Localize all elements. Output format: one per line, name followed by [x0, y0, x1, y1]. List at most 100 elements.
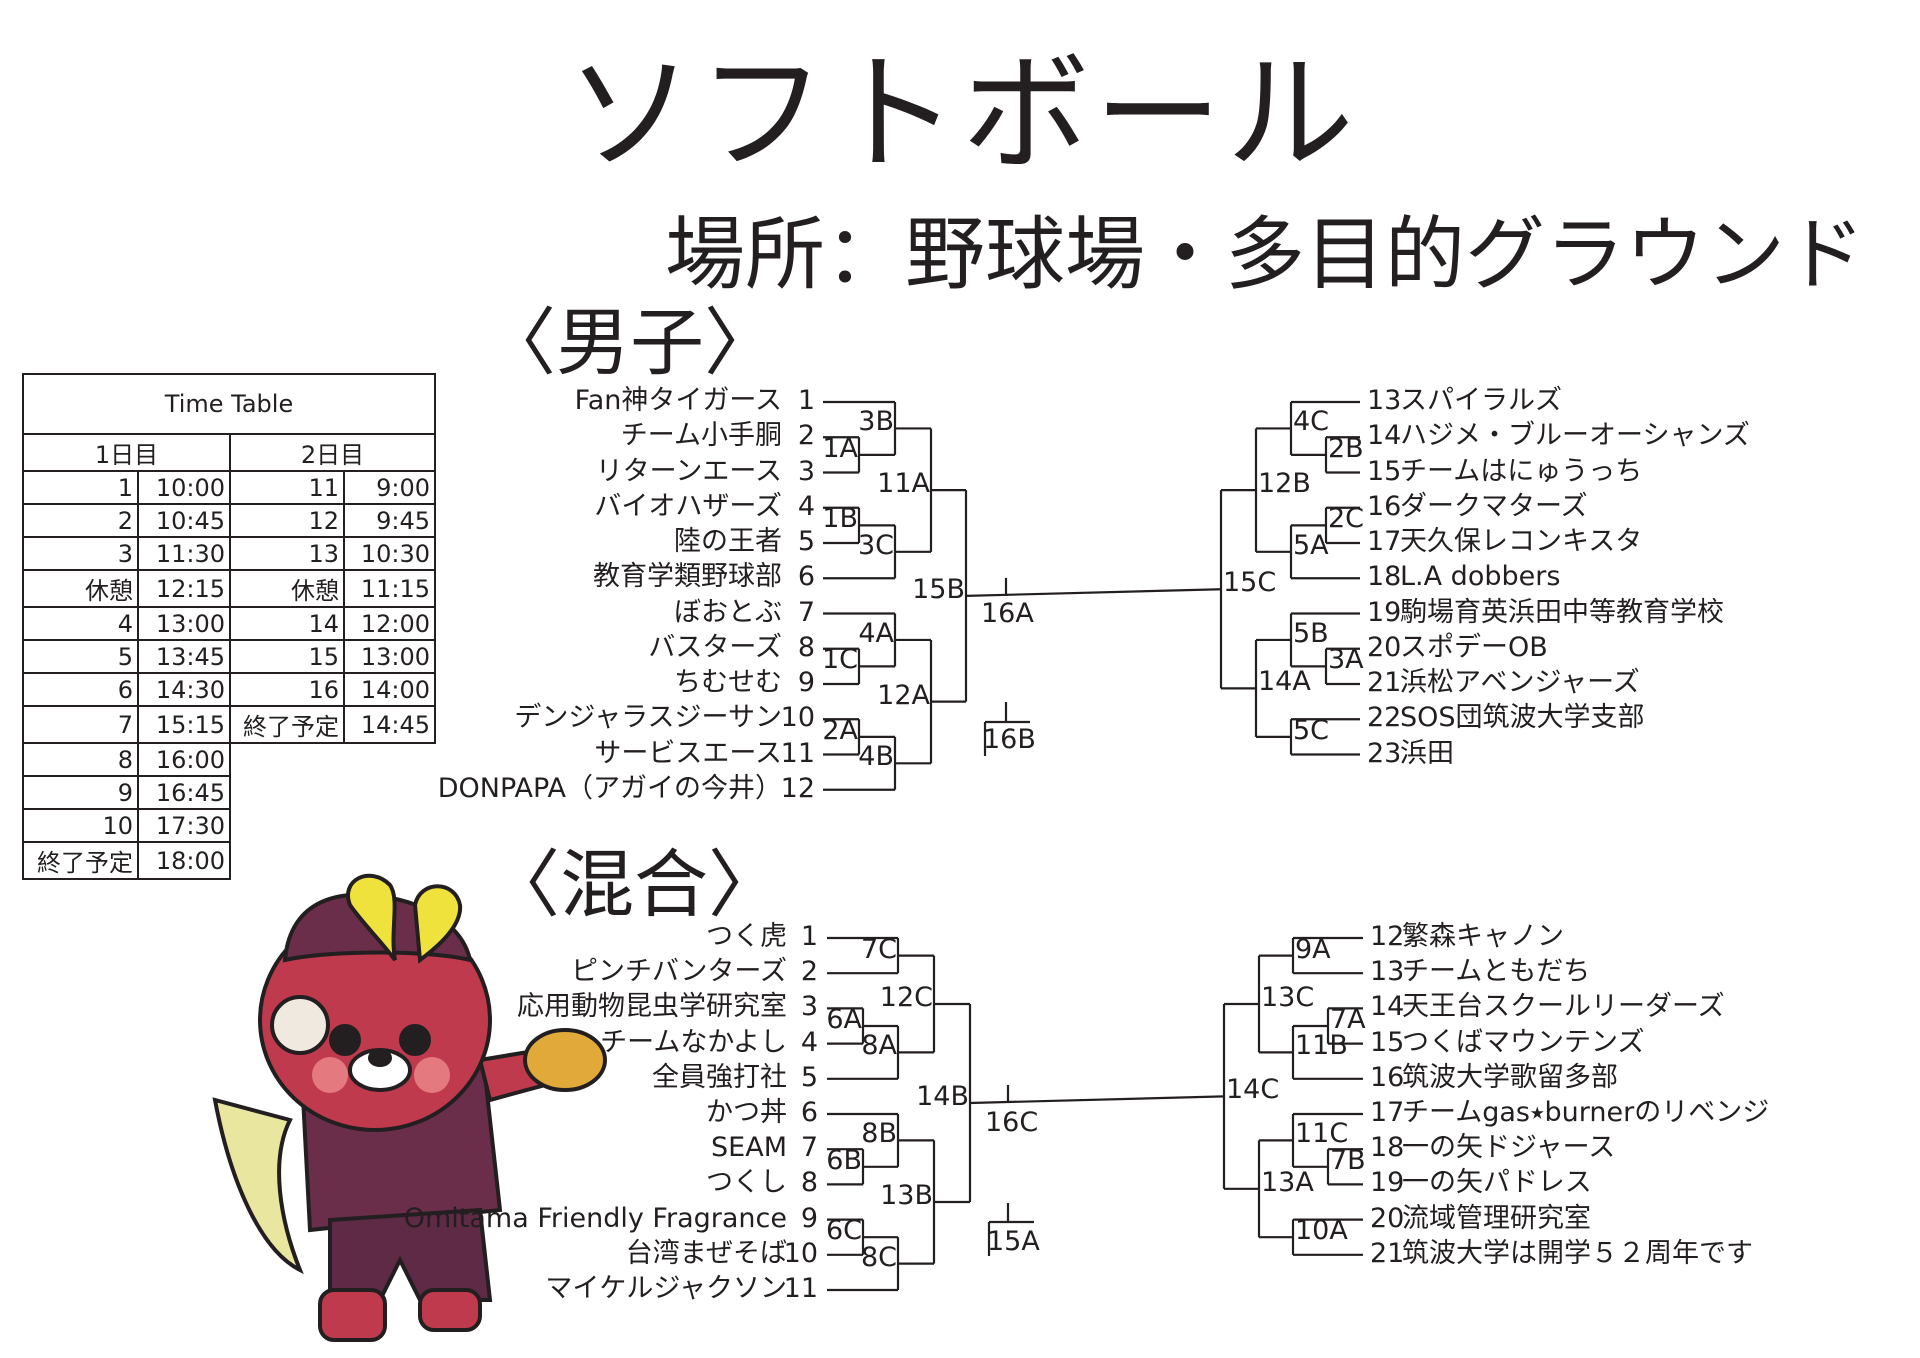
day1-start-time: 17:30 — [137, 808, 231, 843]
match-label: 5B — [1293, 617, 1329, 649]
match-label: 16C — [985, 1107, 1039, 1138]
day2-game-number: 終了予定 — [229, 705, 345, 744]
team-name: かつ丼 — [706, 1097, 787, 1128]
match-label: 6C — [825, 1215, 862, 1247]
team-name: 駒場育英浜田中等教育学校 — [1400, 596, 1724, 628]
team-number: 2 — [797, 420, 815, 452]
team-name: スパイラルズ — [1400, 385, 1562, 416]
team-number: 23 — [1367, 737, 1402, 769]
match-label: 7B — [1330, 1144, 1366, 1176]
match-label: 15A — [987, 1226, 1040, 1257]
team-number: 17 — [1367, 526, 1402, 557]
team-name: 浜松アベンジャーズ — [1400, 667, 1640, 698]
team-name: 教育学類野球部 — [593, 561, 782, 593]
team-name: マイケルジャクソン — [545, 1273, 787, 1304]
team-number: 2 — [800, 956, 818, 988]
mascot-illustration — [212, 873, 607, 1342]
team-number: 16 — [1367, 490, 1402, 522]
match-label: 4B — [858, 741, 894, 773]
team-number: 9 — [800, 1202, 818, 1234]
match-label: 13A — [1261, 1166, 1314, 1198]
team-number: 18 — [1370, 1132, 1405, 1164]
day1-game-number: 3 — [22, 536, 139, 571]
team-number: 17 — [1370, 1097, 1405, 1128]
team-number: 10 — [780, 702, 815, 734]
team-number: 3 — [797, 455, 815, 487]
day1-start-time: 18:00 — [137, 841, 231, 880]
day1-start-time: 16:45 — [137, 775, 231, 810]
match-label: 4C — [1293, 406, 1330, 438]
team-name: チーム小手胴 — [620, 420, 782, 452]
team-number: 15 — [1367, 455, 1402, 487]
day2-start-time: 14:00 — [343, 672, 436, 707]
match-label: 3A — [1328, 644, 1364, 676]
team-name: Omitama Friendly Fragrance — [403, 1202, 787, 1234]
team-name: L.A dobbers — [1400, 561, 1561, 593]
day1-start-time: 15:15 — [137, 705, 231, 744]
day1-start-time: 12:15 — [137, 569, 231, 608]
match-label: 8B — [861, 1118, 897, 1150]
team-name: 一の矢ドジャース — [1402, 1132, 1616, 1164]
team-number: 21 — [1367, 667, 1402, 698]
match-label: 3B — [858, 406, 894, 438]
match-label: 1B — [822, 503, 858, 535]
team-name: チームともだち — [1402, 956, 1591, 988]
team-number: 6 — [800, 1097, 818, 1128]
day1-start-time: 14:30 — [137, 672, 231, 707]
team-number: 14 — [1367, 420, 1402, 452]
day1-start-time: 11:30 — [137, 536, 231, 571]
match-label: 15C — [1223, 567, 1277, 599]
team-number: 11 — [783, 1273, 818, 1304]
team-name: 応用動物昆虫学研究室 — [517, 991, 787, 1023]
team-number: 13 — [1370, 956, 1405, 988]
bracket-line — [965, 588, 1222, 597]
team-number: 19 — [1367, 596, 1402, 628]
day2-start-time: 11:15 — [343, 569, 436, 608]
team-name: DONPAPA（アガイの今井） — [437, 772, 782, 804]
team-name: サービスエース — [594, 737, 782, 769]
team-name: 天王台スクールリーダーズ — [1402, 991, 1725, 1023]
day1-header: 1日目 — [22, 433, 231, 472]
mixed-section-heading: 〈混合〉 — [486, 842, 782, 928]
match-label: 3C — [857, 529, 894, 561]
day1-start-time: 10:00 — [137, 470, 231, 505]
day1-game-number: 6 — [22, 672, 139, 707]
team-name: ダークマターズ — [1400, 490, 1588, 522]
match-label: 7A — [1330, 1004, 1366, 1035]
match-label: 1C — [821, 644, 858, 676]
match-label: 5C — [1293, 714, 1330, 746]
day2-game-number: 休憩 — [229, 569, 345, 608]
team-number: 14 — [1370, 991, 1405, 1023]
team-name: SOS団筑波大学支部 — [1400, 702, 1645, 734]
team-name: ピンチバンターズ — [571, 956, 787, 988]
team-name: ちむせむ — [674, 667, 782, 698]
team-name: つく虎 — [706, 921, 787, 952]
match-label: 8A — [861, 1030, 897, 1062]
day1-game-number: 7 — [22, 705, 139, 744]
team-name: リターンエース — [595, 455, 782, 487]
team-number: 12 — [1370, 921, 1405, 952]
match-label: 9A — [1295, 933, 1331, 965]
team-name: チームはにゅうっち — [1400, 455, 1643, 487]
team-name: チームgas⭑burnerのリベンジ — [1402, 1097, 1770, 1128]
day2-start-time: 14:45 — [343, 705, 436, 744]
match-label: 12A — [877, 679, 930, 711]
day2-game-number: 14 — [229, 606, 345, 641]
match-label: 14C — [1226, 1074, 1280, 1106]
team-number: 1 — [800, 921, 818, 952]
team-number: 8 — [797, 631, 815, 663]
match-label: 11C — [1295, 1118, 1349, 1150]
team-number: 8 — [800, 1167, 818, 1199]
match-label: 13C — [1261, 982, 1315, 1013]
day2-start-time: 9:45 — [343, 503, 436, 538]
day2-game-number: 11 — [229, 470, 345, 505]
day1-game-number: 8 — [22, 742, 139, 777]
day1-game-number: 1 — [22, 470, 139, 505]
match-label: 16A — [981, 597, 1034, 629]
